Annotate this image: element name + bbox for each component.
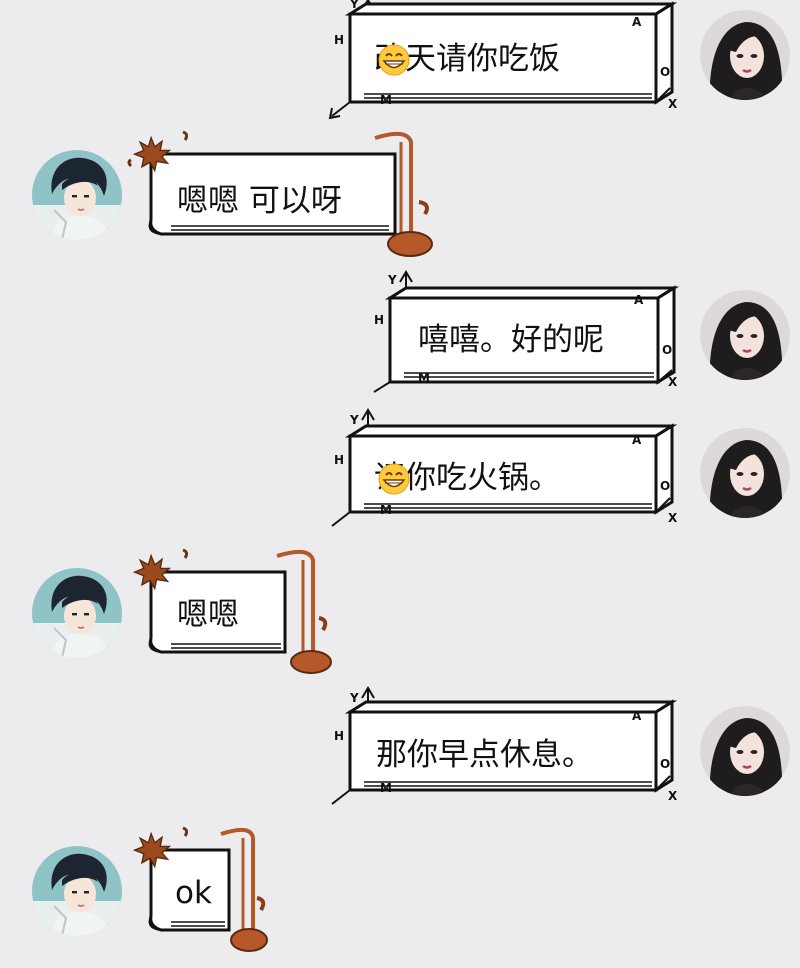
message-text: 嘻嘻。好的呢 <box>418 322 604 358</box>
message-text: 那你早点休息。 <box>376 737 593 773</box>
avatar-male[interactable] <box>32 150 122 240</box>
svg-text:A: A <box>632 15 642 29</box>
svg-text:Y: Y <box>349 413 359 427</box>
message-text: 嗯嗯 可以呀 <box>177 183 342 219</box>
svg-text:A: A <box>634 293 644 307</box>
svg-text:O: O <box>662 343 672 357</box>
svg-text:X: X <box>668 789 678 803</box>
grinning-face-icon <box>378 44 410 76</box>
svg-text:A: A <box>632 709 642 723</box>
avatar-male[interactable] <box>32 568 122 658</box>
svg-text:M: M <box>380 503 392 517</box>
scroll-frame <box>127 130 433 257</box>
svg-text:X: X <box>668 375 678 389</box>
message-bubble-right[interactable]: Y H M A O X 请你吃火锅。 <box>330 408 678 530</box>
svg-text:M: M <box>380 93 392 107</box>
avatar-female[interactable] <box>700 290 790 380</box>
3d-box-frame: Y H M A O X <box>373 270 680 393</box>
message-bubble-left[interactable]: 嗯嗯 <box>125 548 335 678</box>
message-bubble-left[interactable]: ok <box>125 826 275 956</box>
message-text: ok <box>175 875 212 911</box>
svg-text:M: M <box>418 371 430 385</box>
avatar-female[interactable] <box>700 706 790 796</box>
svg-text:H: H <box>334 729 344 743</box>
svg-text:H: H <box>374 313 384 327</box>
message-text: 请你吃火锅。 <box>374 460 560 496</box>
avatar-female[interactable] <box>700 428 790 518</box>
svg-text:Y: Y <box>349 691 359 705</box>
scroll-frame <box>133 826 268 952</box>
message-bubble-right[interactable]: Y H M A O X 嘻嘻。好的呢 <box>372 270 680 393</box>
message-bubble-right[interactable]: Y H M A O X 改天请你吃饭 <box>328 0 678 120</box>
svg-text:Y: Y <box>387 273 397 287</box>
svg-text:O: O <box>660 757 670 771</box>
svg-text:H: H <box>334 453 344 467</box>
grinning-face-icon <box>378 463 410 495</box>
svg-text:Y: Y <box>349 0 359 11</box>
svg-text:H: H <box>334 33 344 47</box>
avatar-male[interactable] <box>32 846 122 936</box>
svg-text:O: O <box>660 65 670 79</box>
svg-text:X: X <box>668 97 678 111</box>
message-text: 嗯嗯 <box>177 597 239 633</box>
svg-text:O: O <box>660 479 670 493</box>
avatar-female[interactable] <box>700 10 790 100</box>
svg-text:X: X <box>668 511 678 525</box>
message-bubble-left[interactable]: 嗯嗯 可以呀 <box>125 130 435 260</box>
svg-text:M: M <box>380 781 392 795</box>
message-text: 改天请你吃饭 <box>374 41 560 77</box>
3d-box-frame: Y H M A O X <box>331 686 678 805</box>
svg-text:A: A <box>632 433 642 447</box>
message-bubble-right[interactable]: Y H M A O X 那你早点休息。 <box>330 686 678 808</box>
3d-box-frame: Y H M A O X <box>328 0 678 120</box>
scroll-frame <box>133 548 332 674</box>
